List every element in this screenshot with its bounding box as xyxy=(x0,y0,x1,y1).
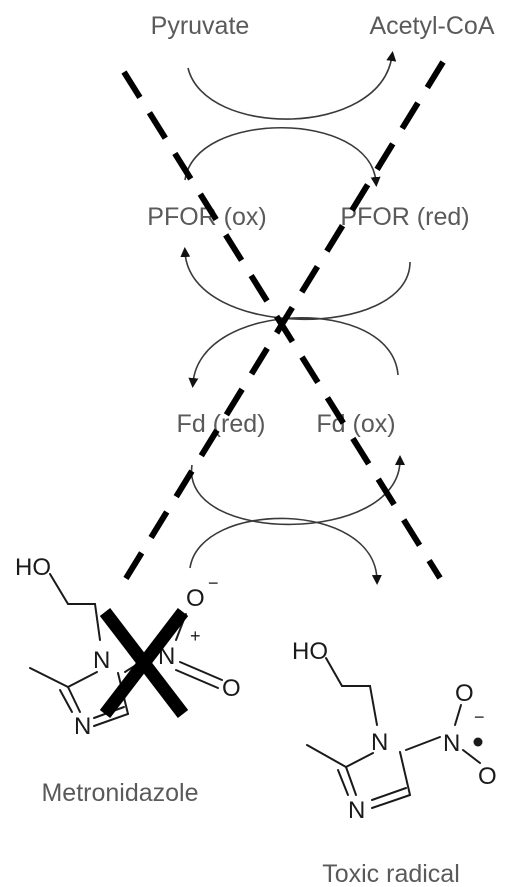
radical-dot-icon xyxy=(473,737,483,747)
fd-ox-label: Fd (ox) xyxy=(316,410,395,438)
radical-o-top: O xyxy=(455,680,474,707)
fd-ox-to-red-arrow xyxy=(188,316,399,388)
radical-n3: N xyxy=(348,797,365,824)
toxic-radical-structure: HO N N N O − O xyxy=(292,638,497,824)
metronidazole-structure: HO N N N + O − O xyxy=(15,554,241,740)
pfor-ox-to-red-arrow xyxy=(184,126,381,187)
pyruvate-label: Pyruvate xyxy=(151,12,250,40)
pyruvate-to-acetylcoa-arrow xyxy=(187,51,397,120)
metronidazole-n1: N xyxy=(93,647,110,674)
metronidazole-to-radical-arrow xyxy=(189,517,382,585)
fd-red-to-ox-arrow xyxy=(191,455,405,526)
metronidazole-o-double: O xyxy=(222,675,241,702)
big-x-cross-icon xyxy=(99,608,189,718)
metronidazole-ho: HO xyxy=(15,554,51,581)
fd-red-label: Fd (red) xyxy=(177,410,266,438)
radical-n1: N xyxy=(371,729,388,756)
metronidazole-label: Metronidazole xyxy=(41,779,198,807)
metronidazole-n-nitro: N xyxy=(158,643,175,670)
metronidazole-n3: N xyxy=(74,713,91,740)
metronidazole-minus-charge: − xyxy=(208,573,219,593)
metronidazole-plus-charge: + xyxy=(190,626,201,646)
toxic-radical-label: Toxic radical xyxy=(322,860,460,887)
radical-minus-charge: − xyxy=(474,707,485,727)
metronidazole-o-minus: O xyxy=(186,585,205,612)
pfor-red-label: PFOR (red) xyxy=(340,203,469,231)
pfor-red-to-ox-arrow xyxy=(180,247,411,321)
acetyl-coa-label: Acetyl-CoA xyxy=(369,12,494,40)
radical-ho: HO xyxy=(292,638,328,665)
radical-o-bottom: O xyxy=(478,763,497,790)
dashed-cross-line-2 xyxy=(122,60,446,582)
radical-n-nitro: N xyxy=(443,730,460,757)
